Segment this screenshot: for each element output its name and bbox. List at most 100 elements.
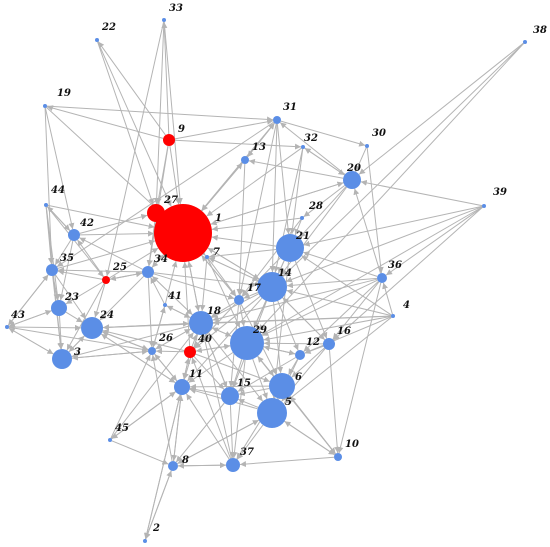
node-label-34: 34 [154, 254, 168, 265]
node-label-29: 29 [252, 325, 267, 336]
node-15 [221, 387, 239, 405]
node-20 [343, 171, 361, 189]
node-22 [95, 38, 99, 42]
edge-10-to-5 [284, 420, 335, 456]
edge-4-to-12 [304, 316, 392, 354]
node-39 [482, 204, 486, 208]
edge-44-to-1 [47, 204, 155, 229]
edge-31-to-21 [276, 123, 291, 235]
edge-34-to-18 [151, 275, 193, 316]
edge-35-to-1 [57, 239, 156, 269]
node-label-12: 12 [306, 337, 320, 348]
node-label-26: 26 [158, 333, 173, 344]
edge-1-to-20 [210, 181, 344, 225]
edge-9-to-1 [169, 145, 181, 205]
edge-18-to-3 [71, 325, 190, 358]
edge-25-to-34 [109, 271, 143, 280]
node-18 [189, 311, 213, 335]
edge-2-to-8 [145, 470, 173, 540]
edge-14-to-6 [273, 301, 284, 374]
edge-21-to-1 [211, 234, 277, 247]
node-label-13: 13 [252, 142, 266, 153]
node-label-10: 10 [345, 439, 359, 450]
edge-45-to-8 [111, 440, 169, 465]
node-31 [273, 116, 281, 124]
edge-19-to-42 [44, 107, 75, 230]
node-44 [44, 203, 48, 207]
edge-8-to-37 [177, 462, 227, 469]
edge-34-to-14 [153, 272, 258, 288]
node-38 [523, 40, 527, 44]
edge-19-to-1 [46, 107, 163, 214]
edge-7-to-17 [207, 258, 237, 297]
edge-44-to-42 [47, 206, 71, 231]
edge-24-to-18 [102, 320, 190, 328]
node-32 [301, 145, 305, 149]
edge-31-to-30 [280, 120, 366, 147]
node-2 [143, 539, 147, 543]
node-9 [163, 134, 175, 146]
node-37 [226, 458, 240, 472]
node-28 [300, 216, 304, 220]
edge-4-to-5 [283, 316, 392, 404]
edge-40-to-15 [193, 356, 225, 390]
edge-18-to-15 [204, 334, 228, 388]
node-label-4: 4 [403, 300, 410, 311]
node-label-40: 40 [198, 334, 212, 345]
node-34 [142, 266, 154, 278]
edge-14-to-11 [187, 297, 263, 382]
node-19 [43, 104, 47, 108]
edge-21-to-16 [294, 260, 328, 339]
node-40 [184, 346, 196, 358]
edge-13-to-17 [236, 163, 246, 296]
edge-40-to-24 [102, 329, 185, 352]
edge-20-to-21 [299, 186, 347, 239]
node-label-1: 1 [215, 213, 222, 224]
edge-31-to-14 [269, 123, 278, 273]
edge-24-to-26 [102, 331, 149, 351]
edge-20-to-31 [279, 122, 346, 175]
edge-1-to-17 [201, 254, 237, 297]
edge-39-to-29 [261, 206, 483, 335]
node-label-22: 22 [101, 22, 116, 33]
edge-40-to-6 [195, 353, 270, 383]
edge-17-to-29 [239, 304, 246, 327]
edges-layer [7, 21, 524, 540]
edge-14-to-17 [243, 292, 259, 299]
node-label-39: 39 [493, 187, 507, 198]
node-label-11: 11 [189, 369, 203, 380]
node-43 [5, 325, 9, 329]
edge-2-to-11 [145, 394, 182, 540]
edge-36-to-18 [212, 278, 378, 322]
edge-26-to-11 [154, 353, 178, 382]
node-label-37: 37 [240, 447, 254, 458]
edge-12-to-6 [288, 359, 298, 376]
edge-32-to-21 [289, 148, 304, 235]
node-13 [241, 156, 249, 164]
node-label-2: 2 [152, 523, 160, 534]
node-6 [269, 373, 295, 399]
edge-16-to-12 [304, 345, 324, 354]
edge-36-to-20 [353, 188, 381, 274]
edge-34-to-24 [99, 275, 145, 321]
nodes-layer [5, 18, 527, 543]
edge-6-to-11 [189, 383, 270, 390]
edge-4-to-14 [286, 288, 392, 316]
node-25 [102, 276, 110, 284]
edge-40-to-26 [155, 348, 185, 355]
edge-22-to-27 [97, 41, 155, 205]
edge-19-to-31 [46, 105, 274, 123]
edge-30-to-36 [366, 147, 384, 274]
edge-8-to-11 [173, 394, 184, 462]
edge-45-to-26 [110, 354, 151, 439]
node-36 [377, 273, 387, 283]
node-26 [148, 347, 156, 355]
edge-35-to-24 [54, 274, 87, 320]
edge-41-to-18 [166, 305, 191, 319]
labels-layer: 1234567891011121314151617181920212223242… [11, 3, 547, 534]
node-3 [52, 349, 72, 369]
node-27 [147, 204, 165, 222]
edge-1-to-34 [151, 254, 164, 268]
edge-36-to-12 [303, 281, 379, 352]
